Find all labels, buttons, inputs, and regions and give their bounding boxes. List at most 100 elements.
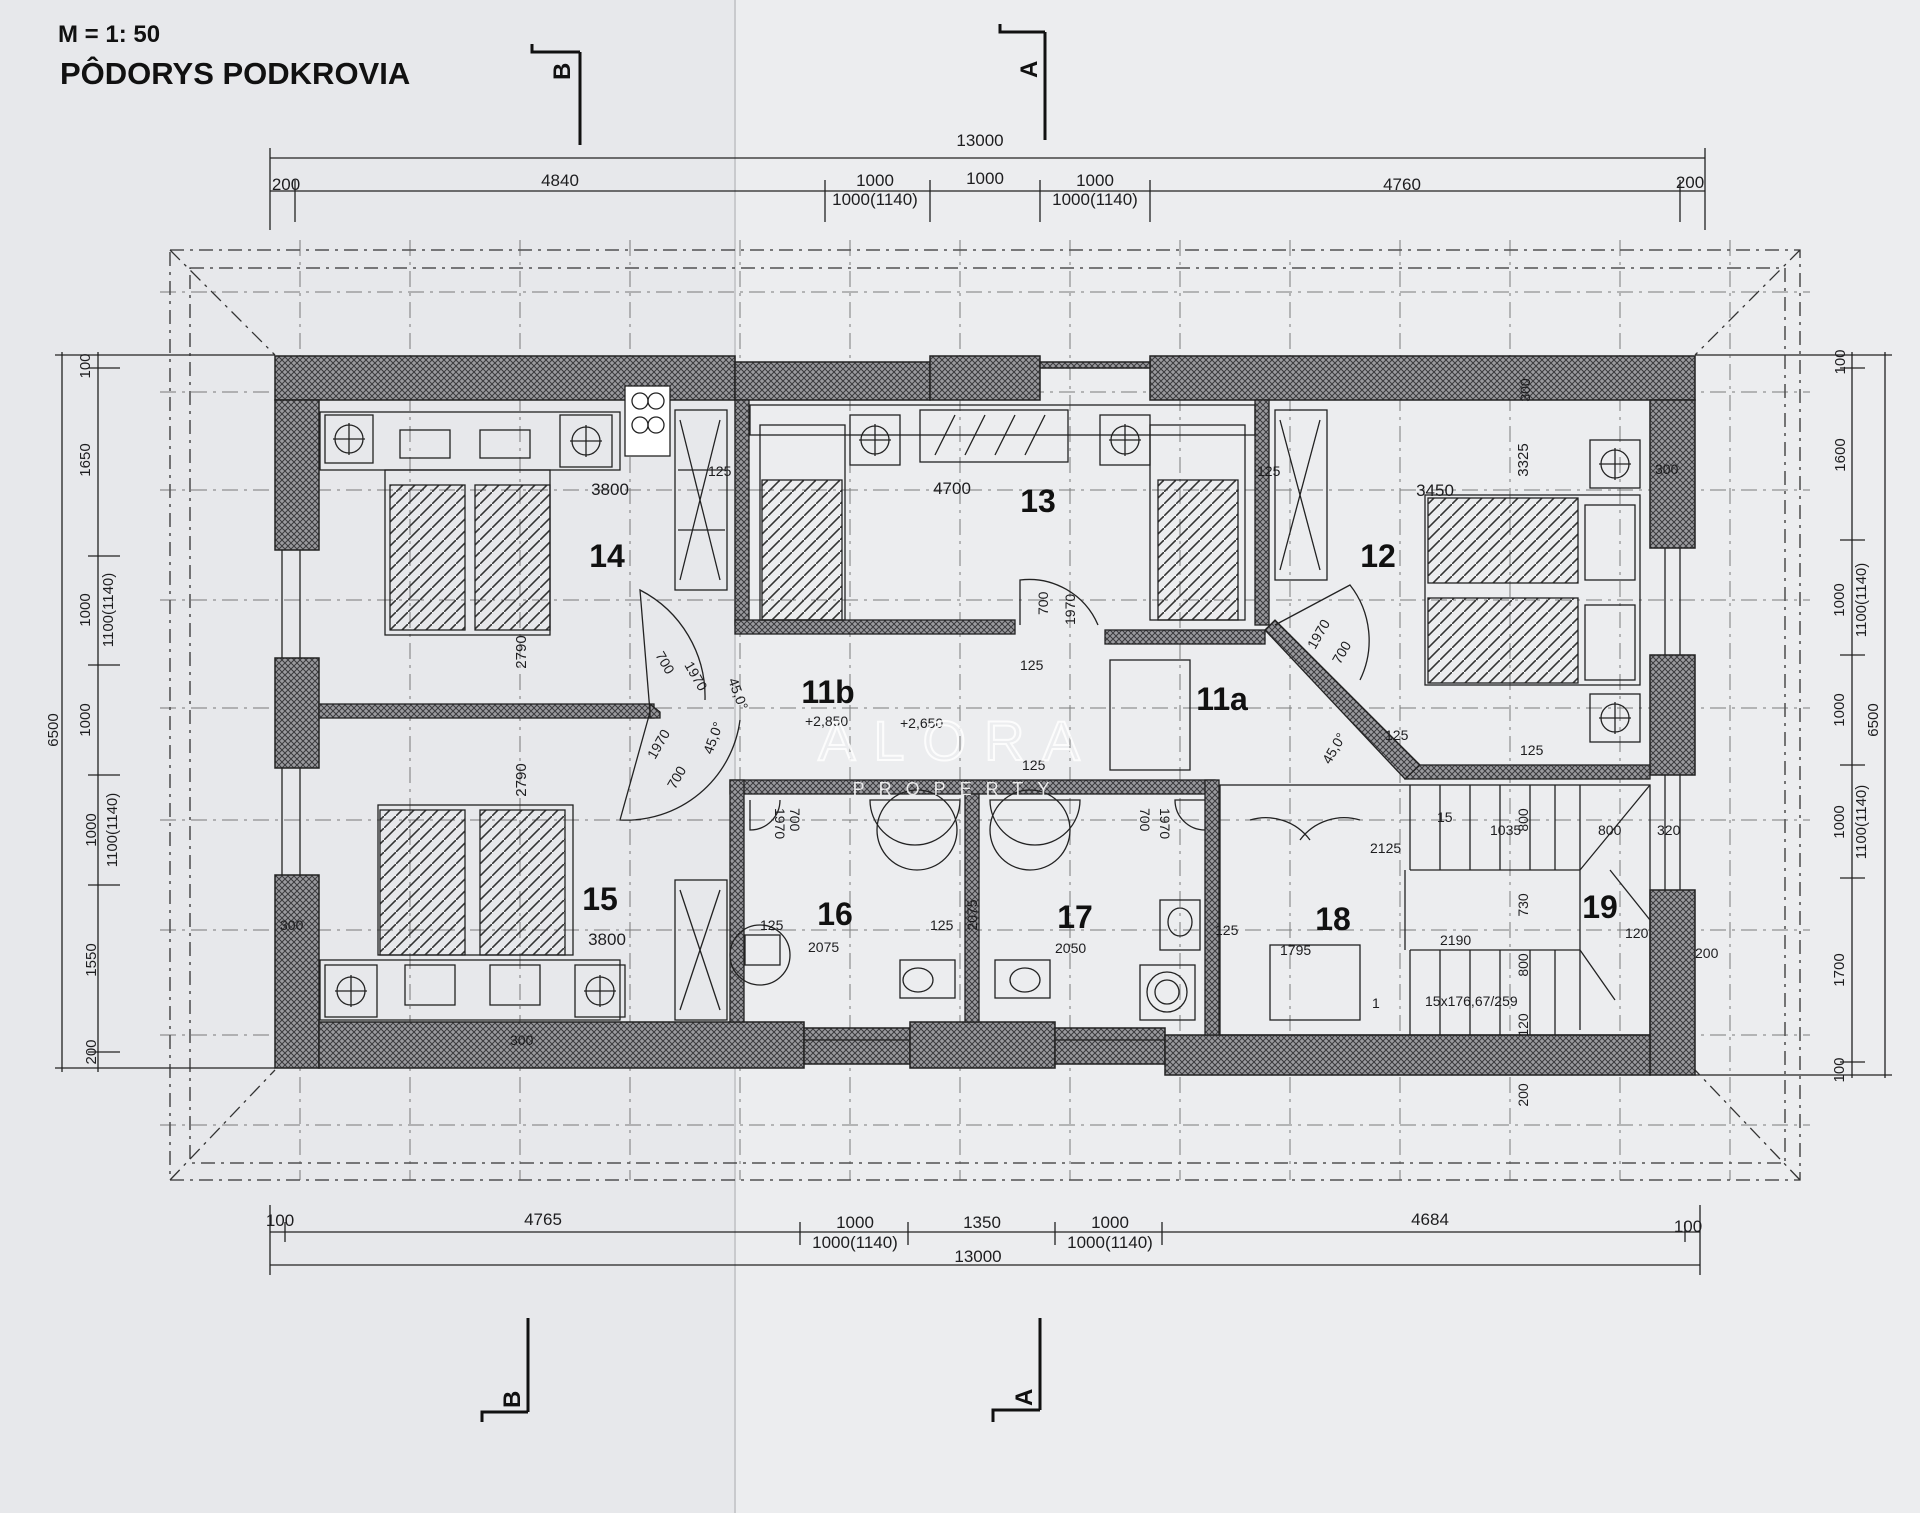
dim-sep-125-i: 125: [1385, 727, 1409, 743]
left-dimension-chain: [55, 352, 275, 1072]
furniture-room-13: [749, 404, 1256, 621]
dim-sep-125-e: 125: [760, 917, 784, 933]
dim-sep-125-d: 125: [1022, 757, 1046, 773]
dim-sep-125-h: 125: [1520, 742, 1544, 758]
room-15-number: 15: [582, 881, 618, 917]
dim-room13-width: 4700: [933, 479, 971, 498]
dim-stair-landing-800: 800: [1515, 808, 1531, 832]
dim-sep-125-c: 125: [1020, 657, 1044, 673]
dim-bottom-left-margin: 100: [266, 1211, 294, 1230]
dim-door-width-b: 700: [1035, 591, 1051, 615]
bottom-dimension-chain: [269, 1205, 1701, 1275]
svg-text:B: B: [499, 1391, 526, 1408]
roof-outline: [169, 249, 1801, 1181]
dim-stair-f: 730: [1515, 893, 1531, 917]
svg-text:B: B: [549, 63, 576, 80]
dim-left-bottom: 200: [83, 1039, 100, 1064]
svg-text:ALORA: ALORA: [818, 709, 1098, 772]
dim-door-width-f: 700: [1137, 808, 1153, 832]
dim-right-top: 100: [1832, 349, 1849, 374]
dim-left-seg5: 1550: [83, 943, 100, 976]
room-12-number: 12: [1360, 538, 1396, 574]
dim-right-seg2: 1000: [1831, 583, 1848, 616]
svg-text:A: A: [1011, 1389, 1038, 1406]
dim-stair-d: 800: [1598, 822, 1622, 838]
svg-text:PROPERTY: PROPERTY: [853, 779, 1064, 799]
dim-room14-height: 2790: [513, 635, 530, 668]
dim-top-total: 13000: [956, 131, 1003, 150]
dim-top-right-seg: 4760: [1383, 175, 1421, 194]
stair-step-15: 15: [1437, 809, 1453, 825]
dim-top-mid-a-sub: 1000(1140): [832, 190, 918, 209]
room-11b-number: 11b: [801, 674, 854, 710]
dim-left-seg4: 1000: [83, 813, 100, 846]
dim-room14-width: 3800: [591, 480, 629, 499]
dim-room12-300: 300: [1655, 461, 1679, 477]
furniture-room-12: [1274, 409, 1641, 743]
dim-left-total: 6500: [45, 713, 62, 746]
dim-room16-height: 2075: [964, 899, 980, 930]
dim-sep-125-f: 125: [930, 917, 954, 933]
dim-left-seg4-sub: 1100(1140): [104, 793, 121, 868]
dim-sep-125-g: 125: [1215, 922, 1239, 938]
dim-bottom-right-margin: 100: [1674, 1217, 1702, 1236]
room-16-number: 16: [817, 896, 853, 932]
dim-right-bottom: 100: [1831, 1057, 1848, 1082]
dim-room12-height: 3325: [1515, 443, 1532, 476]
dim-right-seg4: 1000: [1831, 805, 1848, 838]
room-17-number: 17: [1057, 899, 1093, 935]
dim-bottom-right-seg: 4684: [1411, 1210, 1449, 1229]
room-18-number: 18: [1315, 901, 1351, 937]
dim-bottom-mid-b: 1350: [963, 1213, 1001, 1232]
dim-stair-k: 120: [1515, 1013, 1531, 1037]
dim-window-300-b: 300: [510, 1032, 534, 1048]
dim-bottom-total: 13000: [954, 1247, 1001, 1266]
furniture-room-15: [319, 804, 728, 1021]
dim-door-height-e: 1970: [772, 808, 788, 839]
doors: [619, 578, 1370, 841]
dim-stair-e: 320: [1657, 822, 1681, 838]
dim-right-seg2-sub: 1100(1140): [1853, 563, 1870, 638]
dim-room16-width: 2075: [808, 939, 839, 955]
dim-door-height-b: 1970: [1062, 594, 1078, 625]
section-mark-a-bottom: A: [991, 1318, 1042, 1422]
stair-step-1: 1: [1372, 995, 1380, 1011]
dim-right-seg4-sub: 1100(1140): [1853, 785, 1870, 860]
dim-right-seg5: 1700: [1831, 953, 1848, 986]
windows: [281, 548, 1681, 1041]
furniture-room-14: [319, 385, 728, 636]
dim-bottom-mid-c-sub: 1000(1140): [1067, 1233, 1153, 1252]
room-11a-number: 11a: [1196, 681, 1248, 717]
dim-left-seg3: 1000: [77, 703, 94, 736]
stair-note: 15x176,67/259: [1425, 993, 1518, 1009]
interior-walls: [318, 399, 1651, 1036]
dim-bottom-left-seg: 4765: [524, 1210, 562, 1229]
dim-right-total: 6500: [1865, 703, 1882, 736]
dim-top-mid-c: 1000: [1076, 171, 1114, 190]
dim-room15-width: 3800: [588, 930, 626, 949]
top-dimension-chain: [269, 148, 1706, 230]
room-19-number: 19: [1582, 889, 1618, 925]
dim-sep-125-a: 125: [708, 463, 732, 479]
dim-top-left-margin: 200: [272, 175, 300, 194]
dim-top-mid-a: 1000: [856, 171, 894, 190]
dim-stair-c: 1035: [1490, 822, 1521, 838]
level-11a: +2,650: [900, 715, 943, 731]
dim-stair-g: 800: [1515, 953, 1531, 977]
dim-door-width-e: 700: [787, 808, 803, 832]
section-mark-b-top: B: [530, 44, 582, 145]
dim-sep-125-b: 125: [1257, 463, 1281, 479]
staircase: [1109, 659, 1651, 1036]
dim-left-seg2: 1000: [77, 593, 94, 626]
dim-bottom-mid-c: 1000: [1091, 1213, 1129, 1232]
level-11b: +2,850: [805, 713, 848, 729]
dim-top-left-seg: 4840: [541, 171, 579, 190]
room-14-number: 14: [589, 538, 625, 574]
dim-right-seg1: 1600: [1832, 438, 1849, 471]
scale-label: M = 1: 50: [58, 21, 160, 48]
svg-text:A: A: [1016, 61, 1043, 78]
section-mark-b-bottom: B: [480, 1318, 530, 1422]
section-mark-a-top: A: [998, 24, 1047, 140]
dim-stair-j: 200: [1515, 1083, 1531, 1107]
